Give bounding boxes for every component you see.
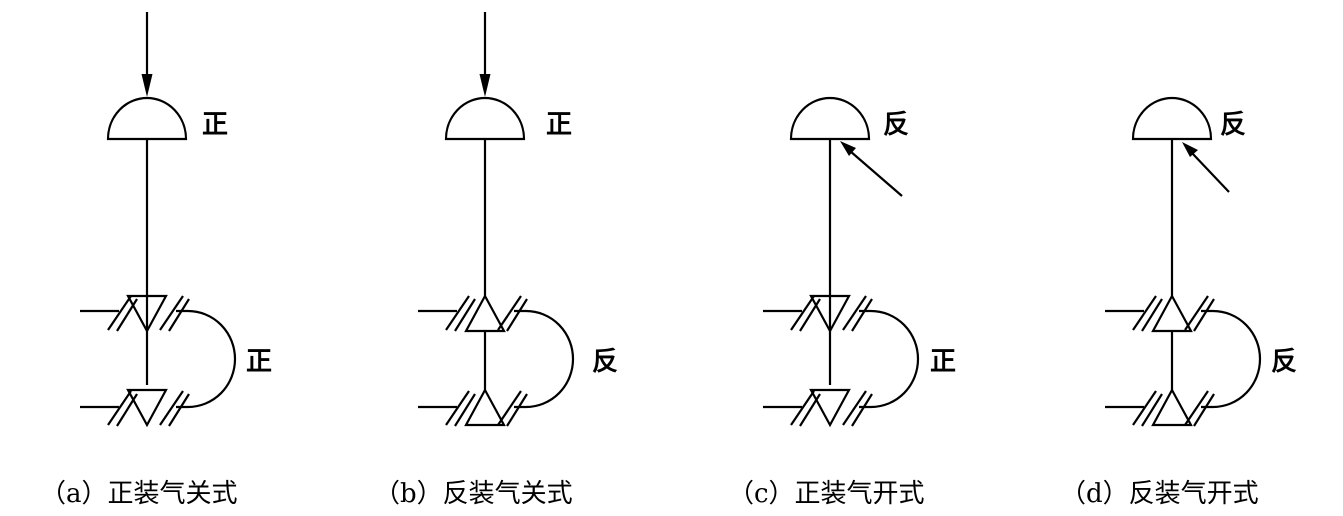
valve-plug-upper (809, 294, 851, 334)
seat-line-right-2 (851, 298, 873, 332)
seat-line-right-1 (842, 295, 867, 331)
air-signal-arrow-shaft (1191, 152, 1230, 193)
seat-line-left-3 (445, 390, 470, 426)
seat-line-right-3 (159, 390, 184, 426)
valve-label: 正 (930, 347, 956, 377)
seat-line-right-2 (1193, 298, 1215, 332)
air-signal-arrow-head (1182, 142, 1198, 157)
actuator-dome (789, 96, 871, 141)
valve-body (80, 294, 237, 428)
seat-line-left-2 (454, 298, 476, 332)
seat-line-right-3 (842, 390, 867, 426)
valve-body (763, 294, 920, 428)
valve-plug-upper (126, 294, 168, 334)
seat-line-right-4 (1193, 393, 1215, 427)
seat-line-right-4 (506, 393, 528, 427)
valve-plug-lower (809, 388, 851, 428)
seat-line-right-2 (168, 298, 190, 332)
valve-label: 反 (1271, 347, 1297, 377)
caption-b: （b）反装气关式 (374, 479, 573, 509)
actuator-dome (444, 96, 526, 141)
seat-line-left-3 (1132, 390, 1157, 426)
air-signal-arrow-head (840, 141, 856, 156)
seat-line-left-2 (1141, 298, 1163, 332)
bypass-loop (1201, 309, 1262, 409)
bypass-loop (514, 309, 575, 409)
air-signal-arrow-shaft (849, 150, 903, 197)
bypass-loop (176, 309, 237, 409)
seat-line-right-4 (168, 393, 190, 427)
panel-d: 反 反 （d）反装气开式 (1060, 96, 1297, 509)
actuator-label: 正 (546, 110, 572, 140)
caption-c: （c）正装气开式 (728, 479, 925, 509)
seat-line-left-1 (445, 295, 470, 331)
valve-plug-upper (464, 293, 506, 333)
seat-line-right-1 (497, 295, 522, 331)
seat-line-right-4 (851, 393, 873, 427)
air-signal-arrow-head (141, 74, 153, 97)
air-signal-arrow-head (479, 74, 491, 97)
valve-plug-lower (126, 388, 168, 428)
valve-body (418, 293, 575, 427)
actuator-dome (1131, 96, 1213, 141)
valve-label: 反 (592, 347, 618, 377)
seat-line-left-3 (790, 390, 815, 426)
seat-line-right-1 (1184, 295, 1209, 331)
panel-b: 正 反 （b）反装气关式 (374, 12, 618, 509)
caption-d: （d）反装气开式 (1060, 479, 1259, 509)
seat-line-left-3 (107, 390, 132, 426)
valve-plug-lower (464, 387, 506, 427)
caption-a: （a）正装气关式 (40, 479, 238, 509)
valve-plug-lower (1151, 387, 1193, 427)
seat-line-right-2 (506, 298, 528, 332)
seat-line-left-1 (107, 295, 132, 331)
actuator-dome (106, 96, 188, 141)
actuator-label: 反 (1220, 110, 1246, 140)
seat-line-right-1 (159, 295, 184, 331)
valve-body (1105, 293, 1262, 427)
seat-line-left-4 (1141, 393, 1163, 427)
actuator-label: 正 (202, 110, 228, 140)
seat-line-left-1 (790, 295, 815, 331)
bypass-loop (859, 309, 920, 409)
actuator-label: 反 (883, 110, 909, 140)
seat-line-left-1 (1132, 295, 1157, 331)
valve-plug-upper (1151, 293, 1193, 333)
valve-label: 正 (246, 347, 272, 377)
panel-c: 反 正 （c）正装气开式 (728, 96, 956, 509)
panel-a: 正 正 （a）正装气关式 (40, 12, 272, 509)
seat-line-left-4 (454, 393, 476, 427)
